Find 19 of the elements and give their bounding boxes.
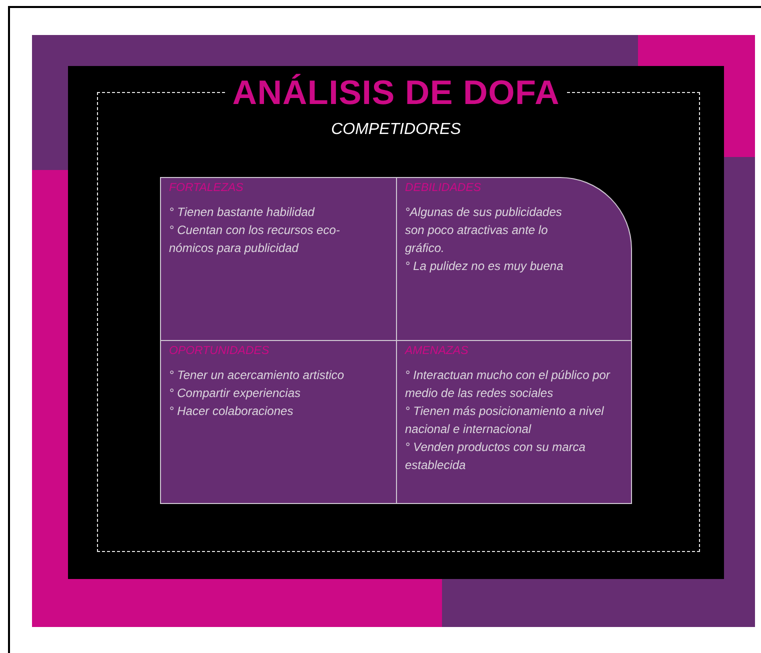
- swot-quadrant: [396, 177, 632, 341]
- quadrant-heading: DEBILIDADES: [405, 182, 482, 194]
- subtitle: COMPETIDORES: [331, 121, 461, 138]
- bullet-point: ° Cuentan con los recursos eco- nómicos para publicidad: [169, 222, 341, 257]
- bullet-point: ° Compartir experiencias: [169, 385, 302, 402]
- quadrant-heading: AMENAZAS: [405, 345, 470, 357]
- bullet-point: °Algunas de sus publicidades son poco atractivas ante lo gráfico.: [405, 204, 563, 257]
- bullet-point: ° Tienen bastante habilidad: [169, 204, 316, 221]
- swot-quadrant: [160, 177, 397, 341]
- bullet-point: ° Hacer colaboraciones: [169, 403, 294, 420]
- swot-quadrant: [396, 340, 632, 504]
- swot-quadrant: [160, 340, 397, 504]
- bullet-point: ° Tienen más posicionamiento a nivel nacional e internacional: [405, 403, 605, 438]
- quadrant-heading: FORTALEZAS: [169, 182, 244, 194]
- quadrant-heading: OPORTUNIDADES: [169, 345, 270, 357]
- bullet-point: ° Venden productos con su marca establecida: [405, 439, 586, 474]
- bullet-point: ° La pulidez no es muy buena: [405, 258, 564, 275]
- bullet-point: ° Interactuan mucho con el público por medio de las redes sociales: [405, 367, 612, 402]
- bullet-point: ° Tener un acercamiento artistico: [169, 367, 346, 384]
